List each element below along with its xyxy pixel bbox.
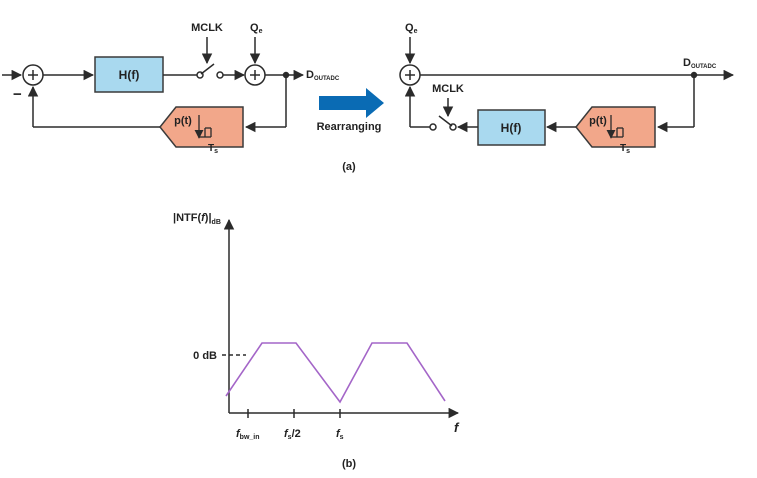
ntf-axes (222, 218, 460, 419)
x-tick-label-fbw: fbw_in (236, 428, 260, 441)
left-pulse-block (159, 106, 244, 148)
left-pulse-label: p(t) (174, 115, 192, 127)
right-pulse-block (575, 106, 656, 148)
zero-db-label: 0 dB (193, 350, 217, 362)
caption-a: (a) (342, 161, 356, 173)
caption-b: (b) (342, 458, 356, 470)
right-mclk-label: MCLK (432, 83, 464, 95)
ntf-curve (225, 342, 446, 404)
right-pulse-period-label: Ts (620, 143, 630, 155)
right-pulse-label: p(t) (589, 115, 607, 127)
right-mclk-switch (429, 115, 457, 131)
x-tick-label-fs-half: fs/2 (284, 428, 301, 441)
right-filter-label: H(f) (501, 121, 522, 135)
right-qe-label: Qe (405, 22, 418, 35)
left-mclk-label: MCLK (191, 22, 223, 34)
x-axis-label: f (454, 420, 460, 435)
rearranging-label: Rearranging (317, 121, 382, 133)
left-qe-label: Qe (250, 22, 263, 35)
ntf-ylabel: |NTF(f)|dB (173, 212, 221, 226)
right-pulse-icon (606, 115, 624, 139)
right-filter-block (477, 109, 546, 146)
left-loop-diagram (2, 37, 305, 148)
right-loop-diagram (399, 37, 735, 148)
right-output-label: DOUTADC (683, 57, 717, 70)
left-minus-sign: − (13, 86, 22, 103)
x-tick-label-fs: fs (336, 428, 344, 441)
left-filter-label: H(f) (119, 68, 140, 82)
left-mclk-switch (196, 63, 224, 79)
left-pulse-period-label: Ts (208, 143, 218, 155)
rearranging-arrow (319, 88, 384, 118)
left-filter-block (94, 56, 164, 93)
left-pulse-icon (194, 115, 212, 139)
left-output-label: DOUTADC (306, 69, 340, 82)
